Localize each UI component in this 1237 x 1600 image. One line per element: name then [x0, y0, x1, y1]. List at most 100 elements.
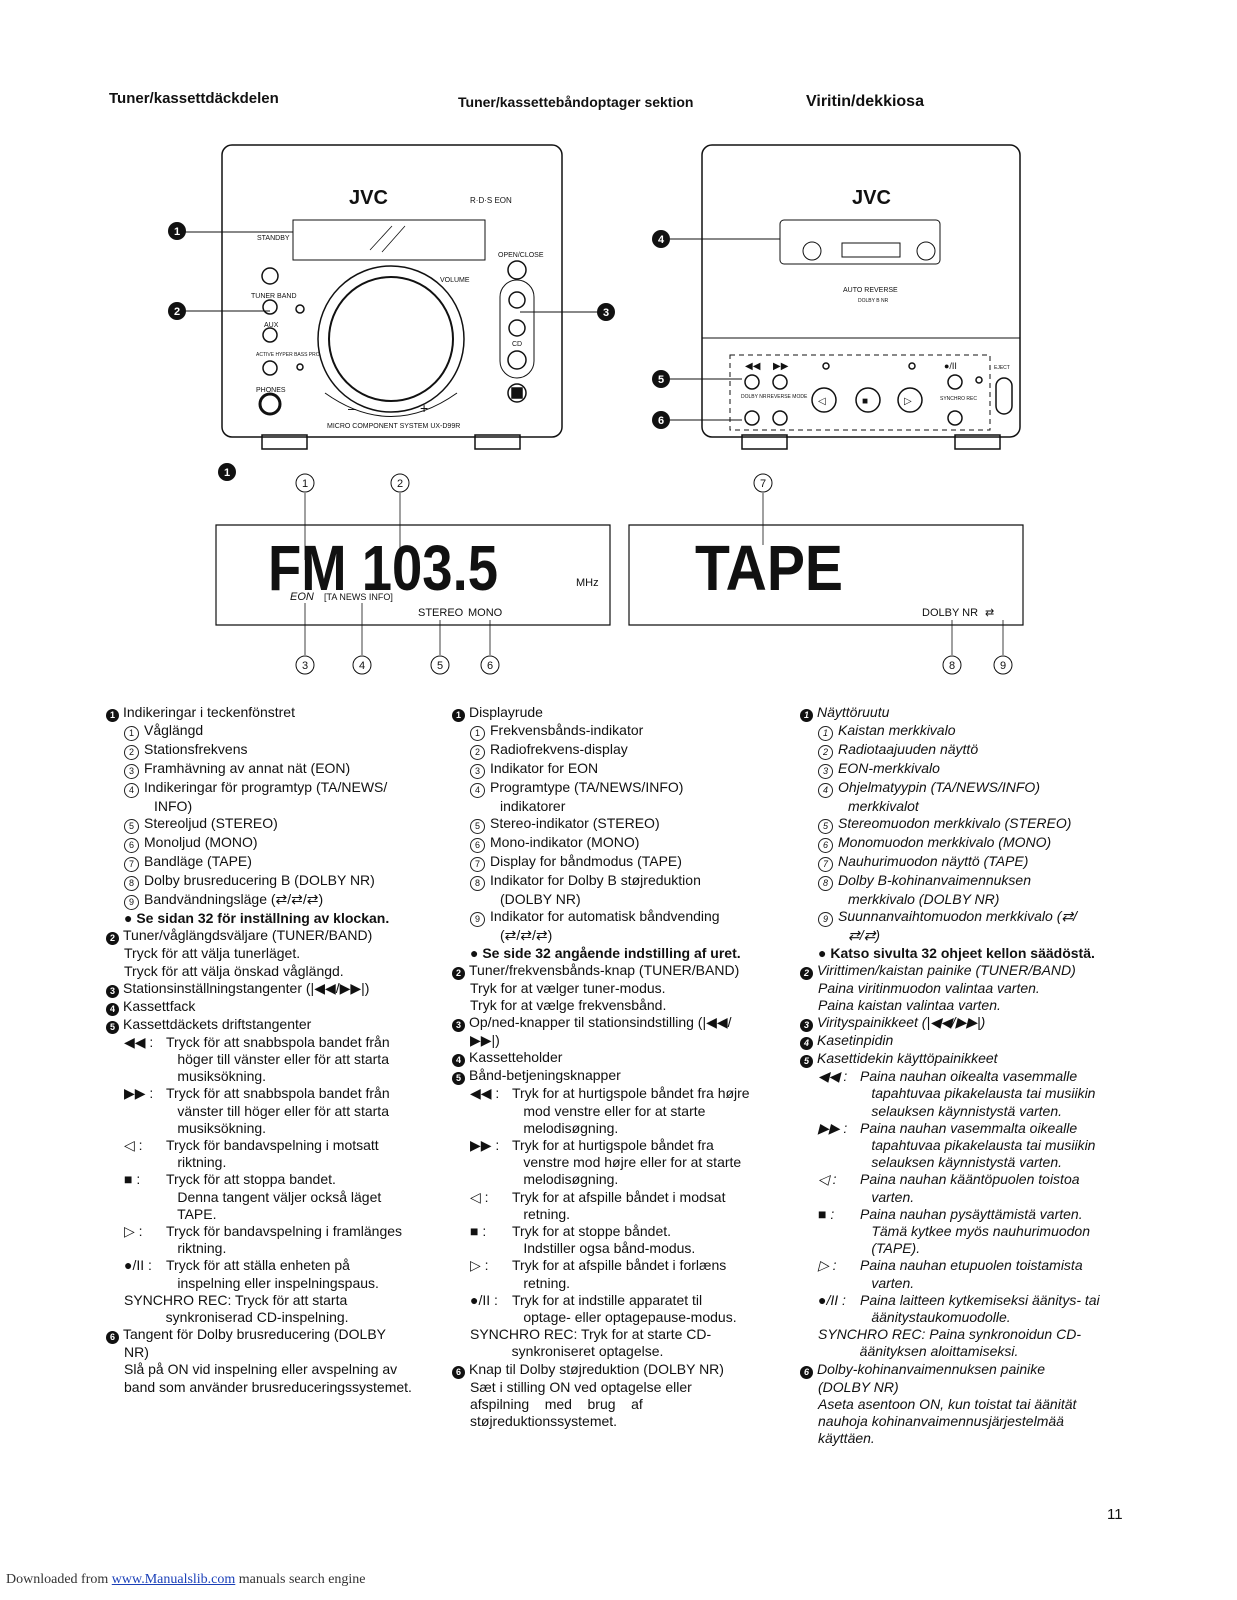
line-text: tapahtuvaa pikakelausta tai musiikin: [848, 1137, 1096, 1154]
da-line: Indstiller ogsa bånd-modus.: [452, 1240, 782, 1257]
button-symbol: ■ :: [470, 1223, 487, 1240]
fi-line: ● Katso sivulta 32 ohjeet kellon säädöst…: [800, 945, 1130, 962]
play-icon: ▷: [904, 396, 912, 407]
fi-line: ▶▶ :Paina nauhan vasemmalta oikealle: [800, 1120, 1130, 1137]
fi-line: (TAPE).: [800, 1240, 1130, 1257]
sv-line: synkroniserad CD-inspelning.: [106, 1309, 436, 1326]
line-text: Kaistan merkkivalo: [838, 722, 956, 738]
dolby-nr-indicator: DOLBY NR: [922, 607, 978, 619]
manualslib-link[interactable]: www.Manualslib.com: [111, 1572, 236, 1587]
fm-display-diagram: FM 103.5 MHz EON [TA NEWS INFO] STEREO M…: [215, 524, 611, 626]
sub-item-number: 1: [124, 726, 139, 741]
sv-line: ● Se sidan 32 för inställning av klockan…: [106, 910, 436, 927]
sv-line: SYNCHRO REC: Tryck för att starta: [106, 1292, 436, 1309]
line-text: Indikeringar i teckenfönstret: [123, 704, 295, 720]
line-text: Tryck för bandavspelning i motsatt: [166, 1137, 379, 1154]
callout-1-display: 1: [224, 467, 230, 479]
line-text: mod venstre eller for at starte: [500, 1102, 706, 1119]
da-line: Sæt i stilling ON ved optagelse eller: [452, 1379, 782, 1396]
line-text: Tryk for at stoppe båndet.: [512, 1223, 672, 1240]
line-text: musiksökning.: [154, 1068, 267, 1085]
line-text: Tuner/våglängdsväljare (TUNER/BAND): [123, 927, 373, 944]
da-line: støjreduktionssystemet.: [452, 1413, 782, 1430]
button-symbol: ●/II :: [818, 1291, 846, 1308]
tuner-unit-diagram: [221, 144, 563, 450]
fi-line: (DOLBY NR): [800, 1379, 1130, 1396]
da-line: ■ : Tryk for at stoppe båndet.: [452, 1223, 782, 1240]
line-text: varten.: [848, 1188, 915, 1205]
line-text: Aseta asentoon ON, kun toistat tai äänit…: [818, 1395, 1077, 1412]
da-line: (DOLBY NR): [452, 891, 782, 908]
line-text: merkkivalo (DOLBY NR): [848, 891, 1000, 908]
model-label: MICRO COMPONENT SYSTEM UX-D99R: [327, 423, 460, 430]
item-number-badge: 4: [800, 1037, 813, 1051]
line-text: optage- eller optagepause-modus.: [500, 1309, 737, 1326]
button-symbol: ◀◀ :: [818, 1068, 848, 1085]
minus-sign: –: [348, 400, 356, 416]
da-line: ▷ :Tryk for at afspille båndet i forlæns: [452, 1257, 782, 1274]
sub-item-number: 9: [124, 895, 139, 911]
button-symbol: ◀◀ :: [124, 1033, 154, 1050]
line-text: band som använder brusreduceringssysteme…: [124, 1378, 412, 1395]
sv-line: TAPE.: [106, 1206, 436, 1223]
line-text: Tryck för att snabbspola bandet från: [166, 1085, 390, 1102]
line-text: Paina kaistan valintaa varten.: [818, 997, 1001, 1014]
tape-mode-readout: TAPE: [695, 532, 843, 604]
callout-2: 2: [174, 306, 180, 318]
line-text: varten.: [848, 1274, 915, 1291]
button-symbol: ■ :: [124, 1171, 141, 1188]
button-symbol: ◁ :: [818, 1171, 837, 1188]
button-symbol: ▶▶ :: [470, 1137, 500, 1154]
item-number-badge: 2: [800, 966, 813, 980]
line-text: Kasettidekin käyttöpainikkeet: [817, 1050, 998, 1067]
sub-item-number: 7: [818, 857, 833, 873]
sub-item-number: 3: [818, 764, 833, 779]
sub-item-number: 5: [470, 819, 485, 835]
line-text: Denna tangent väljer också läget: [154, 1188, 382, 1205]
fi-line: Tämä kytkee myös nauhurimuodon: [800, 1223, 1130, 1240]
line-text: ● Se side 32 angående indstilling af ure…: [470, 944, 741, 961]
line-text: Tryk for at vælge frekvensbånd.: [470, 997, 667, 1014]
line-text: Nauhurimuodon näyttö (TAPE): [838, 853, 1029, 870]
button-symbol: ◁ :: [124, 1137, 143, 1154]
sub-item-number: 4: [470, 783, 485, 798]
line-text: retning.: [500, 1274, 571, 1291]
fi-line: SYNCHRO REC: Paina synkronoidun CD-: [800, 1326, 1130, 1343]
line-text: Tryck för att snabbspola bandet från: [166, 1033, 390, 1050]
line-text: Op/ned-knapper til stationsindstilling (…: [469, 1014, 732, 1031]
line-text: Dolby-kohinanvaimennuksen painike: [817, 1360, 1046, 1377]
cassette-unit-labels: JVC AUTO REVERSE DOLBY B NR DOLBY NR REV…: [741, 187, 1010, 407]
line-text: Bandläge (TAPE): [144, 853, 252, 870]
line-text: (DOLBY NR): [818, 1378, 899, 1395]
fi-line: ◀◀ :Paina nauhan oikealta vasemmalle: [800, 1068, 1130, 1085]
line-text: Indikator for Dolby B støjreduktion: [490, 872, 701, 889]
dolby-nr-button-label: DOLBY NR: [741, 394, 767, 400]
line-text: Indikator for EON: [490, 760, 599, 776]
reverse-mode-label: REVERSE MODE: [767, 394, 808, 400]
line-text: EON-merkkivalo: [838, 760, 940, 776]
item-number-badge: 6: [452, 1365, 465, 1379]
line-text: merkkivalot: [848, 798, 919, 814]
line-text: Mono-indikator (MONO): [490, 834, 640, 851]
line-text: støjreduktionssystemet.: [470, 1413, 618, 1430]
callout-4: 4: [658, 234, 665, 246]
line-text: Ohjelmatyypin (TA/NEWS/INFO): [838, 779, 1040, 795]
sub-item-number: 5: [818, 819, 833, 835]
subcallout-9: 9: [1000, 660, 1006, 672]
line-text: Tryk for at afspille båndet i modsat: [512, 1188, 726, 1205]
da-line: ● Se side 32 angående indstilling af ure…: [452, 945, 782, 962]
line-text: Tryck för att ställa enheten på: [166, 1257, 350, 1274]
fi-line: selauksen käynnistystä varten.: [800, 1103, 1130, 1120]
da-line: optage- eller optagepause-modus.: [452, 1309, 782, 1326]
